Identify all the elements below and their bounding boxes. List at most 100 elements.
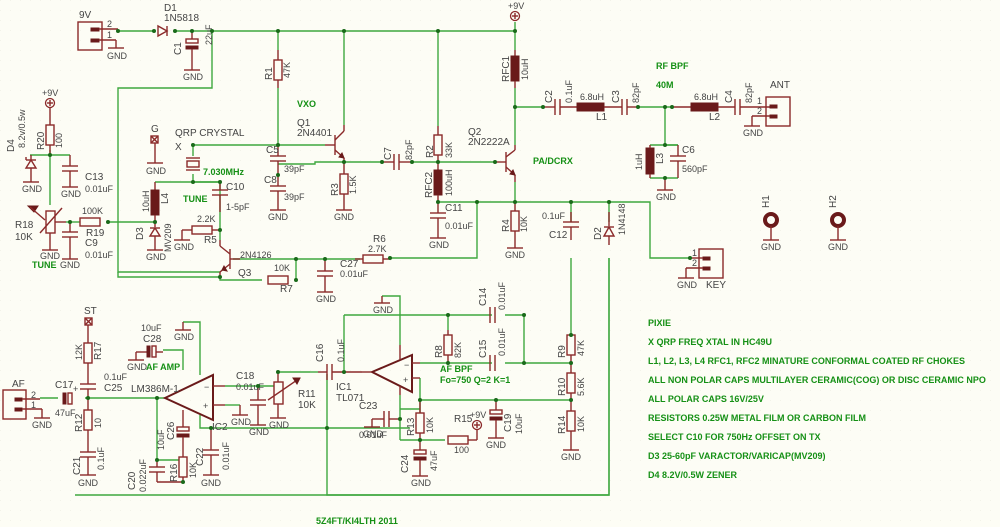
svg-text:1: 1 (31, 400, 36, 410)
svg-text:R8: R8 (434, 345, 445, 358)
svg-text:GND: GND (363, 429, 384, 439)
capacitor-c20[interactable]: C20 0.022uF 10uF (127, 429, 183, 492)
svg-text:R19: R19 (86, 228, 105, 239)
connector-key[interactable]: 1 2 GND KEY (677, 248, 726, 291)
resistor-r20[interactable]: R20 100 (36, 124, 64, 155)
test-point-st[interactable]: ST (84, 306, 97, 326)
capacitor-c12[interactable]: 0.1uF C12 (542, 211, 579, 241)
svg-text:Q2: Q2 (468, 127, 482, 138)
svg-text:1: 1 (692, 248, 697, 258)
capacitor-c11[interactable]: C11 0.01uF GND (429, 202, 474, 250)
diode-d1[interactable]: D1 1N5818 (157, 3, 199, 38)
svg-text:10K: 10K (298, 400, 316, 411)
svg-text:R6: R6 (373, 234, 386, 245)
svg-text:5.6K: 5.6K (576, 377, 586, 396)
svg-text:6.8uH: 6.8uH (580, 92, 604, 102)
c23-value: 0.01uF (359, 430, 388, 440)
svg-text:+9V: +9V (508, 1, 524, 11)
resistor-r3[interactable]: R3 1.5K GND (330, 162, 358, 222)
inductor-l3[interactable]: 1uH L3 (634, 145, 666, 178)
potentiometer-r18[interactable]: R18 10K GND (15, 205, 66, 261)
svg-text:R7: R7 (280, 284, 293, 295)
svg-text:R4: R4 (501, 219, 512, 232)
ground-ic2-pin3: GND (231, 405, 252, 427)
resistor-r5[interactable]: 2.2K R5 GND (174, 214, 220, 252)
resistor-r7[interactable]: 10K R7 (267, 263, 293, 295)
capacitor-c4[interactable]: C4 82pF (724, 82, 770, 115)
capacitor-c1[interactable]: GND C1 22uF (173, 24, 214, 82)
capacitor-c8[interactable]: C8 39pF GND (264, 175, 305, 222)
svg-text:10uH: 10uH (141, 190, 151, 212)
crystal-x[interactable]: QRP CRYSTAL X 7.030MHz (175, 128, 245, 177)
test-point-g[interactable]: G GND (146, 124, 167, 176)
capacitor-c22[interactable]: C22 0.01uF GND (195, 428, 231, 488)
transistor-q3[interactable]: 2N4126 Q3 (219, 240, 272, 279)
capacitor-c21[interactable]: C21 0.1uF GND (72, 446, 106, 488)
capacitor-c2[interactable]: C2 0.1uF (543, 79, 577, 115)
capacitor-c9[interactable]: C9 0.01uF GND (60, 222, 114, 270)
resistor-r17[interactable]: 12K R17 (74, 325, 104, 384)
credit-label: 5Z4FT/KI4LTH 2011 (316, 516, 398, 526)
capacitor-c14[interactable]: C14 0.01uF (478, 281, 507, 323)
svg-text:+: + (403, 375, 408, 385)
potentiometer-r11[interactable]: R11 10K GND (267, 372, 316, 430)
svg-text:10uF: 10uF (156, 429, 166, 450)
svg-text:C4: C4 (724, 90, 735, 103)
capacitor-c24[interactable]: C24 47uF GND (400, 440, 439, 488)
resistor-r19[interactable]: 100K R19 (79, 206, 105, 239)
svg-text:+: + (73, 384, 78, 394)
svg-text:D4: D4 (6, 139, 17, 152)
transistor-q1[interactable]: Q1 2N4401 (297, 118, 345, 162)
capacitor-c23[interactable]: C23 GND 0.01uF (359, 401, 400, 439)
svg-text:R1: R1 (264, 67, 275, 80)
varactor-d3[interactable]: D3 MV209 GND (135, 222, 173, 262)
transistor-q2[interactable]: Q2 2N2222A (468, 127, 516, 182)
svg-text:GND: GND (146, 252, 167, 262)
label-vxo: VXO (297, 99, 316, 109)
svg-text:GND: GND (174, 332, 195, 342)
connector-ant[interactable]: ANT 1 2 GND (743, 80, 791, 138)
inductor-l2[interactable]: 6.8uH L2 (672, 92, 735, 123)
resistor-r13[interactable]: R13 10K (406, 400, 435, 440)
svg-text:10K: 10K (15, 232, 33, 243)
diode-d2[interactable]: D2 1N4148 (593, 203, 627, 245)
capacitor-c16[interactable]: C16 0.1uF (315, 338, 362, 380)
choke-rfc1[interactable]: RFC1 10uH (501, 50, 530, 88)
svg-text:C3: C3 (611, 90, 622, 103)
svg-text:+: + (203, 401, 208, 411)
capacitor-c13[interactable]: C13 0.01uF GND (61, 155, 114, 199)
svg-text:KEY: KEY (706, 280, 726, 291)
resistor-r1[interactable]: R1 47K (264, 50, 292, 88)
ground-ic1-pin4: GND (373, 296, 394, 315)
opamp-ic1[interactable]: − + IC1 TL071 (336, 345, 420, 404)
svg-text:C11: C11 (445, 203, 463, 214)
amplifier-ic2[interactable]: − + LM386M-1 IC2 (131, 373, 228, 433)
connector-af[interactable]: AF 2 1 GND (2, 379, 53, 430)
svg-text:39pF: 39pF (284, 164, 305, 174)
note-line: SELECT C10 FOR 750Hz OFFSET ON TX (648, 432, 821, 442)
svg-text:G: G (151, 124, 159, 135)
svg-text:12K: 12K (74, 344, 84, 360)
svg-text:0.01uF: 0.01uF (221, 441, 231, 470)
xtal-frequency: 7.030MHz (203, 167, 245, 177)
svg-text:GND: GND (183, 72, 204, 82)
svg-text:R2: R2 (425, 145, 436, 158)
svg-text:GND: GND (146, 166, 167, 176)
svg-text:10K: 10K (188, 462, 198, 478)
svg-text:100: 100 (54, 133, 64, 148)
capacitor-c28[interactable]: 10uF C28 GND (127, 323, 163, 372)
capacitor-c18[interactable]: C18 0.01uF GND (236, 371, 270, 437)
svg-text:0.1uF: 0.1uF (542, 211, 566, 221)
resistor-r15[interactable]: R15 100 (447, 414, 478, 455)
capacitor-c26[interactable]: C26 (166, 410, 190, 446)
connector-9v[interactable]: 9V 2 1 GND (77, 10, 128, 61)
resistor-r14[interactable]: R14 10K GND (557, 400, 586, 462)
capacitor-c17[interactable]: + C17 47uF (55, 380, 78, 418)
svg-text:R17: R17 (93, 341, 104, 360)
inductor-l1[interactable]: 6.8uH L1 (576, 92, 622, 123)
svg-text:33K: 33K (444, 142, 454, 158)
capacitor-c6[interactable]: C6 560pF GND (656, 145, 708, 202)
capacitor-c15[interactable]: C15 0.01uF (478, 327, 507, 371)
svg-text:R10: R10 (557, 377, 568, 396)
zener-d4[interactable]: D4 8.2v/0.5w GND (6, 109, 43, 194)
